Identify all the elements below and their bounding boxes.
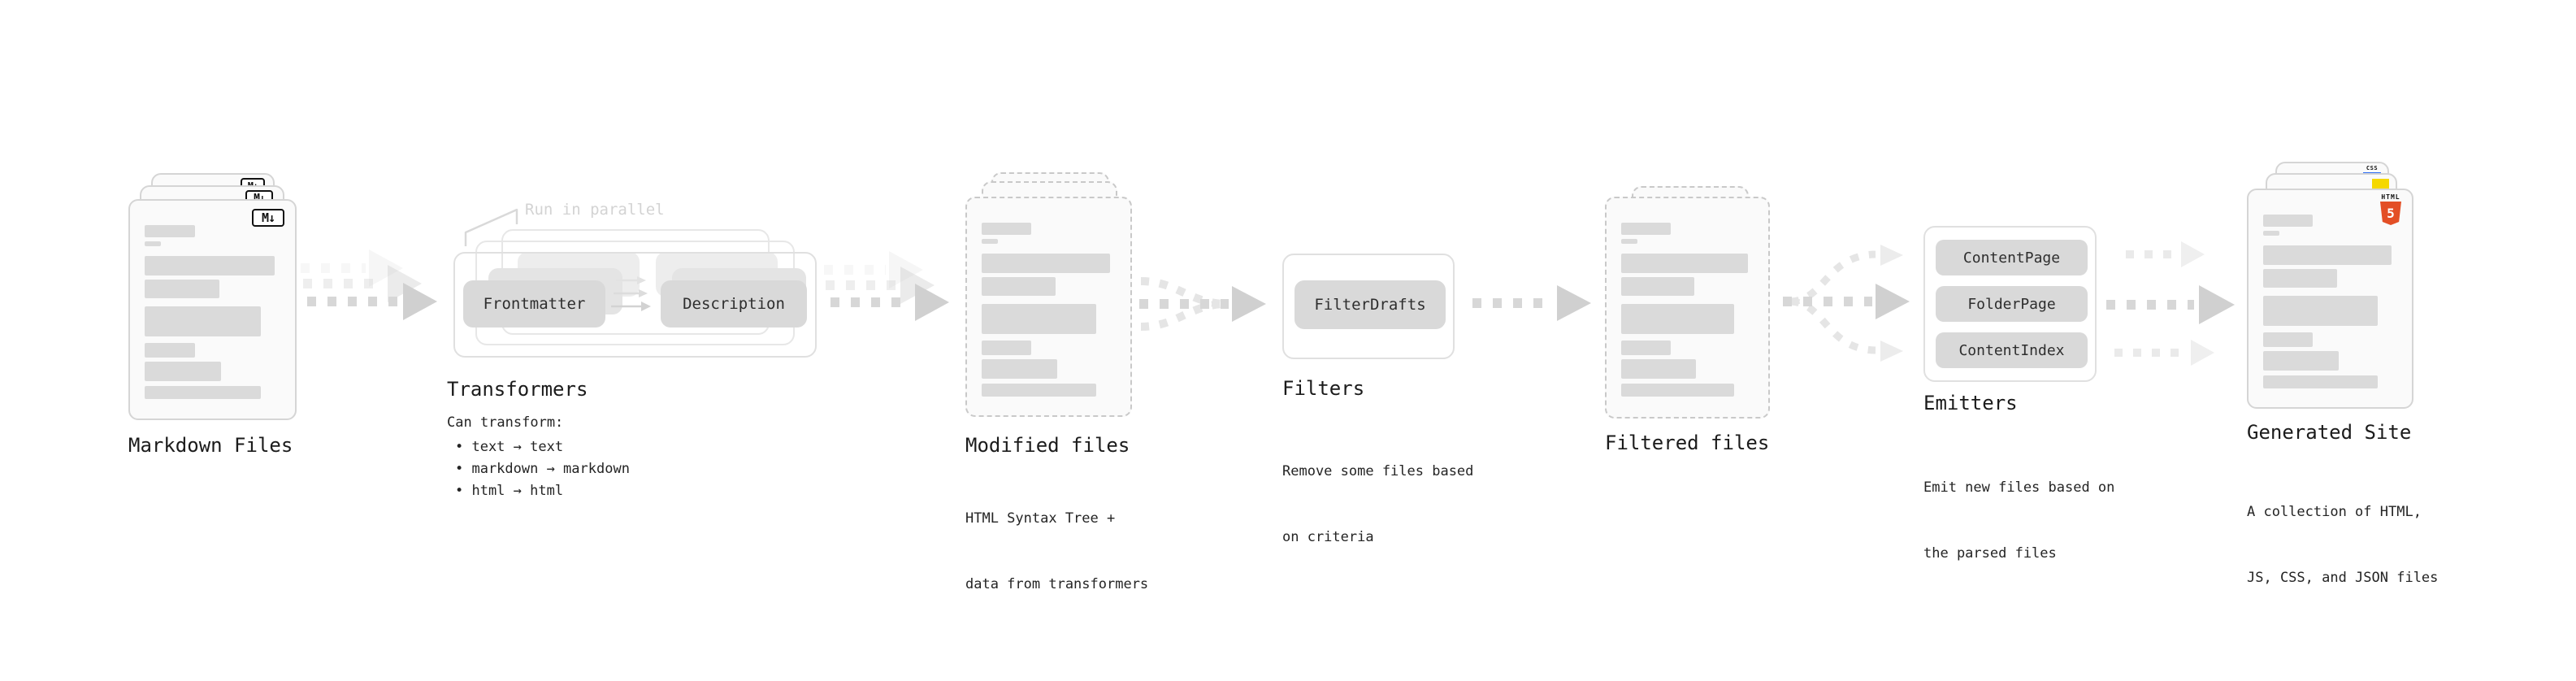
placeholder-bar bbox=[1621, 384, 1735, 397]
placeholder-bar bbox=[982, 304, 1097, 334]
placeholder-bar bbox=[982, 239, 998, 244]
placeholder-bar bbox=[2263, 215, 2314, 227]
placeholder-bar bbox=[982, 223, 1032, 235]
arrow-emitters-to-generated bbox=[2106, 241, 2235, 366]
placeholder-bar bbox=[982, 254, 1110, 273]
description-line: JS, CSS, and JSON files bbox=[2247, 570, 2439, 586]
description-line: Emit new files based on bbox=[1923, 479, 2115, 496]
placeholder-bar bbox=[145, 280, 220, 298]
markdown-file-card-front: M↓ bbox=[128, 199, 297, 420]
placeholder-bar bbox=[1621, 223, 1671, 235]
placeholder-bar bbox=[1621, 277, 1695, 296]
filters-box: FilterDrafts bbox=[1282, 254, 1455, 359]
html5-icon: HTML 5 bbox=[2379, 194, 2402, 225]
placeholder-bar bbox=[2263, 269, 2338, 288]
transformer-description-pill: Description bbox=[661, 280, 807, 327]
document-skeleton bbox=[967, 198, 1130, 415]
placeholder-bar bbox=[982, 340, 1032, 355]
placeholder-bar bbox=[2263, 231, 2279, 236]
description-line: on criteria bbox=[1282, 529, 1374, 545]
placeholder-bar bbox=[145, 225, 196, 237]
placeholder-bar bbox=[145, 362, 222, 381]
generated-site-description: A collection of HTML, JS, CSS, and JSON … bbox=[2247, 458, 2438, 633]
arrow-markdown-to-transformers bbox=[301, 249, 437, 320]
document-skeleton bbox=[130, 201, 295, 419]
placeholder-bar bbox=[982, 359, 1057, 379]
placeholder-bar bbox=[145, 241, 162, 246]
placeholder-bar bbox=[145, 386, 261, 399]
emitter-folder-page-pill: FolderPage bbox=[1936, 286, 2088, 322]
placeholder-bar bbox=[982, 277, 1056, 296]
html5-wordmark: HTML bbox=[2381, 193, 2400, 201]
description-line: A collection of HTML, bbox=[2247, 504, 2422, 520]
html5-five-glyph: 5 bbox=[2387, 205, 2395, 221]
placeholder-bar bbox=[2263, 296, 2379, 326]
stage-label-emitters: Emitters bbox=[1923, 392, 2018, 414]
css-wordmark: CSS bbox=[2366, 165, 2379, 171]
description-line: the parsed files bbox=[1923, 545, 2057, 562]
placeholder-bar bbox=[1621, 359, 1696, 379]
arrow-modified-to-filters-merge bbox=[1139, 277, 1266, 331]
generated-html-file-card: HTML 5 bbox=[2247, 189, 2413, 409]
emitter-content-index-pill: ContentIndex bbox=[1936, 332, 2088, 368]
placeholder-bar bbox=[2263, 245, 2392, 265]
html5-shield: 5 bbox=[2380, 202, 2401, 225]
js-icon bbox=[2372, 179, 2389, 189]
stage-label-filtered-files: Filtered files bbox=[1605, 432, 1770, 454]
stage-label-modified-files: Modified files bbox=[965, 434, 1130, 457]
emitter-content-page-pill: ContentPage bbox=[1936, 240, 2088, 275]
modified-files-description: HTML Syntax Tree + data from transformer… bbox=[965, 464, 1148, 640]
filters-description: Remove some files based on criteria bbox=[1282, 417, 1473, 592]
placeholder-bar bbox=[145, 306, 261, 336]
document-skeleton bbox=[2249, 190, 2412, 407]
filter-drafts-pill: FilterDrafts bbox=[1295, 280, 1446, 329]
placeholder-bar bbox=[982, 384, 1097, 397]
stage-label-generated-site: Generated Site bbox=[2247, 421, 2412, 444]
arrow-transformers-to-modified bbox=[824, 251, 949, 321]
modified-file-card bbox=[965, 197, 1132, 417]
placeholder-bar bbox=[2263, 332, 2314, 347]
description-line: data from transformers bbox=[965, 576, 1149, 592]
transformers-bullet: • html → html bbox=[455, 483, 564, 499]
placeholder-bar bbox=[1621, 340, 1671, 355]
markdown-icon: M↓ bbox=[252, 209, 284, 227]
description-line: Remove some files based bbox=[1282, 463, 1474, 479]
placeholder-bar bbox=[145, 256, 275, 275]
arrow-filtered-to-emitters-fork bbox=[1783, 245, 1910, 362]
transformer-box-front: Frontmatter Description bbox=[453, 252, 817, 358]
stage-label-filters: Filters bbox=[1282, 377, 1365, 400]
placeholder-bar bbox=[1621, 254, 1748, 273]
stage-label-markdown-files: Markdown Files bbox=[128, 434, 293, 457]
placeholder-bar bbox=[2263, 375, 2379, 388]
run-in-parallel-annotation: Run in parallel bbox=[525, 201, 665, 219]
placeholder-bar bbox=[1621, 304, 1735, 334]
placeholder-bar bbox=[1621, 239, 1637, 244]
emitters-box: ContentPage FolderPage ContentIndex bbox=[1923, 226, 2097, 382]
arrow-filters-to-filtered bbox=[1472, 285, 1591, 321]
placeholder-bar bbox=[2263, 351, 2339, 371]
transformers-description-title: Can transform: bbox=[447, 414, 564, 431]
placeholder-bar bbox=[145, 343, 196, 358]
document-skeleton bbox=[1607, 198, 1768, 417]
description-line: HTML Syntax Tree + bbox=[965, 510, 1116, 527]
transformers-bullet: • markdown → markdown bbox=[455, 461, 630, 477]
transformers-bullet: • text → text bbox=[455, 439, 564, 455]
transformer-frontmatter-pill: Frontmatter bbox=[463, 280, 605, 327]
filtered-file-card bbox=[1605, 197, 1770, 419]
stage-label-transformers: Transformers bbox=[447, 378, 588, 401]
emitters-description: Emit new files based on the parsed files bbox=[1923, 433, 2114, 609]
